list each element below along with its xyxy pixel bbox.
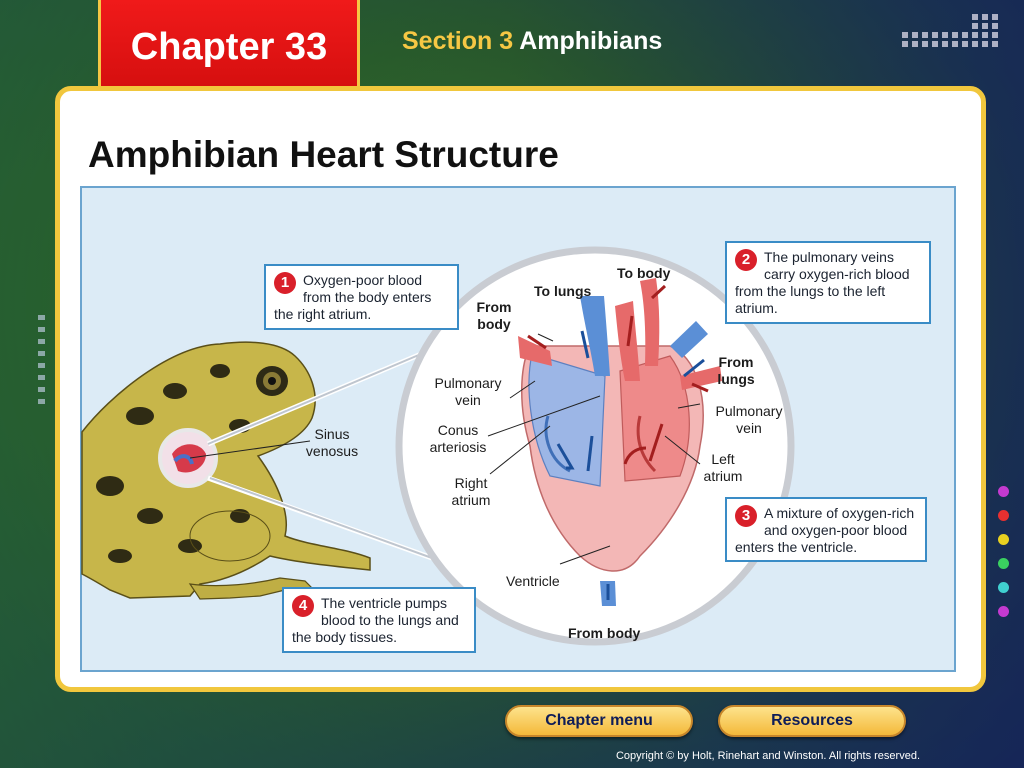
decorative-dot: [992, 23, 998, 29]
decorative-color-dot: [998, 534, 1009, 545]
decorative-dot: [972, 23, 978, 29]
decorative-dot: [912, 41, 918, 47]
decorative-dot: [992, 41, 998, 47]
decorative-dot: [952, 41, 958, 47]
slide-title: Amphibian Heart Structure: [88, 134, 559, 175]
label-from-lungs: From lungs: [717, 354, 755, 387]
label-pulmonary-vein-left: Pulmonary vein: [434, 375, 502, 408]
label-from-body-bottom: From body: [568, 625, 641, 641]
callout-text: The pulmonary veins carry oxygen-rich bl…: [735, 249, 910, 316]
label-conus-arteriosis: Conus arteriosis: [429, 422, 487, 455]
decorative-dot: [962, 32, 968, 38]
decorative-dot: [942, 41, 948, 47]
frog-illustration: [81, 341, 371, 600]
chapter-menu-button[interactable]: Chapter menu: [505, 705, 693, 737]
label-to-lungs: To lungs: [534, 283, 592, 299]
decorative-dot: [902, 41, 908, 47]
label-to-body: To body: [617, 265, 671, 281]
callout-text: A mixture of oxygen-rich and oxygen-poor…: [735, 505, 915, 555]
label-right-atrium: Right atrium: [451, 475, 491, 508]
decorative-dot: [982, 14, 988, 20]
decorative-dot: [912, 32, 918, 38]
decorative-dot: [922, 41, 928, 47]
decorative-color-dot: [998, 558, 1009, 569]
callout-number: 3: [735, 505, 757, 527]
decorative-color-dot: [998, 510, 1009, 521]
label-from-body-top: From body: [476, 299, 512, 332]
decorative-color-dot: [998, 582, 1009, 593]
callout-number: 1: [274, 272, 296, 294]
section-name: Amphibians: [519, 27, 663, 55]
chapter-title: Chapter 33: [130, 26, 328, 68]
callout-3: 3 A mixture of oxygen-rich and oxygen-po…: [725, 497, 927, 562]
resources-button[interactable]: Resources: [718, 705, 906, 737]
heart-diagram-art: [81, 246, 795, 646]
decorative-side-bars: [38, 315, 46, 435]
decorative-dot: [982, 23, 988, 29]
decorative-dot: [982, 41, 988, 47]
decorative-dot: [902, 32, 908, 38]
decorative-dot: [942, 32, 948, 38]
decorative-dot: [972, 41, 978, 47]
callout-number: 2: [735, 249, 757, 271]
decorative-dot: [972, 14, 978, 20]
decorative-dot: [992, 14, 998, 20]
decorative-dot: [932, 32, 938, 38]
callout-1: 1 Oxygen-poor blood from the body enters…: [264, 264, 459, 330]
decorative-color-dot: [998, 606, 1009, 617]
label-ventricle: Ventricle: [506, 573, 560, 589]
callout-text: The ventricle pumps blood to the lungs a…: [292, 595, 459, 645]
decorative-dot: [952, 32, 958, 38]
decorative-dot: [992, 32, 998, 38]
decorative-dot: [972, 32, 978, 38]
callout-text: Oxygen-poor blood from the body enters t…: [274, 272, 432, 322]
heart-illustration: [518, 278, 722, 606]
label-sinus-venosus: Sinus venosus: [305, 426, 359, 459]
section-label: Section 3: [402, 27, 514, 55]
callout-4: 4 The ventricle pumps blood to the lungs…: [282, 587, 476, 653]
label-left-atrium: Left atrium: [703, 451, 743, 484]
callout-2: 2 The pulmonary veins carry oxygen-rich …: [725, 241, 931, 324]
section-title: Section 3 Amphibians: [402, 27, 662, 56]
decorative-dot: [962, 41, 968, 47]
decorative-dot: [982, 32, 988, 38]
decorative-dot: [932, 41, 938, 47]
decorative-dot-grid: [902, 14, 1012, 54]
decorative-color-dot: [998, 486, 1009, 497]
decorative-dot: [922, 32, 928, 38]
decorative-color-dots: [998, 486, 1010, 630]
copyright-notice: Copyright © by Holt, Rinehart and Winsto…: [615, 750, 920, 762]
callout-number: 4: [292, 595, 314, 617]
label-pulmonary-vein-right: Pulmonary vein: [715, 403, 783, 436]
